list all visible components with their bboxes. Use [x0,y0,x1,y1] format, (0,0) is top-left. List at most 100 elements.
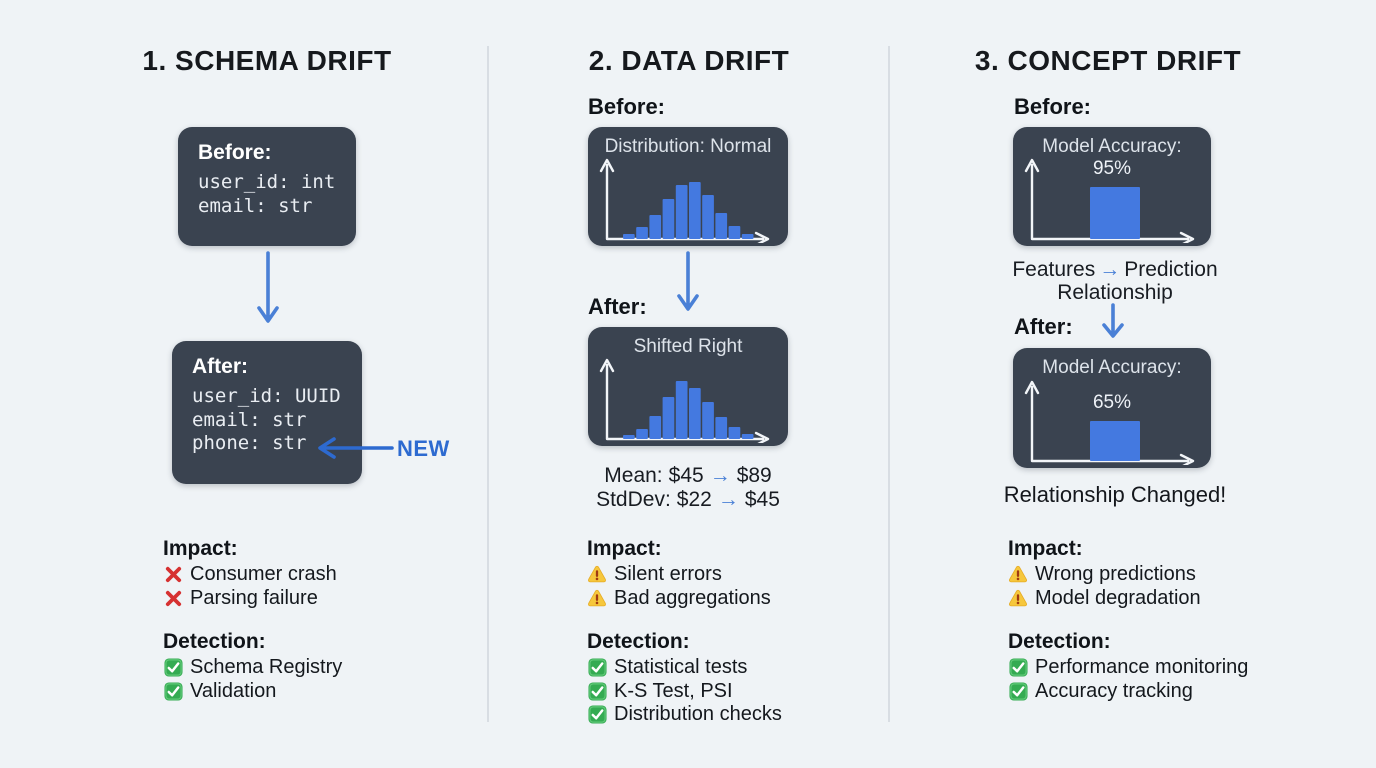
chart-title: Distribution: Normal [604,136,772,157]
stat-name: StdDev: [596,488,671,511]
check-icon [1008,658,1028,677]
down-arrow-icon [1102,303,1124,338]
histogram-bars [623,381,754,439]
impact-block: Impact: Silent errors Bad aggregations [587,537,771,610]
stat-from: $22 [676,488,712,511]
schema-after-box: After: user_id: UUID email: str phone: s… [172,341,362,484]
box-label: Before: [198,141,272,164]
before-label: Before: [1014,94,1092,119]
list-item: Schema Registry [163,656,342,680]
detection-block: Detection: Schema Registry Validation [163,630,342,703]
schema-before-box: Before: user_id: int email: str [178,127,356,246]
column-divider-1 [487,46,489,722]
stat-from: $45 [668,464,704,487]
detection-heading: Detection: [1008,630,1111,653]
before-label: Before: [588,94,666,119]
list-item: Accuracy tracking [1008,680,1248,704]
warning-icon [587,565,607,584]
list-item-label: Model degradation [1035,586,1201,609]
stats-block: Mean:$45→$89 StdDev:$22→$45 [560,464,816,512]
down-arrow-icon [257,251,279,323]
new-field-tag: NEW [397,436,450,461]
distribution-before-box: Distribution: Normal [588,127,788,246]
stat-to: $89 [736,464,772,487]
check-icon [587,682,607,701]
distribution-after-box: Shifted Right [588,327,788,446]
relationship-changed-text: Relationship Changed! [1003,482,1227,507]
list-item-label: Validation [190,679,277,702]
warning-icon [1008,565,1028,584]
chart-title: Model Accuracy: [1042,136,1182,157]
list-item-label: Wrong predictions [1035,563,1196,586]
list-item: Consumer crash [163,563,337,587]
accuracy-value: 95% [1092,158,1132,179]
warning-icon [1008,589,1028,608]
column-concept-drift: 3. CONCEPT DRIFT Before: Model Accuracy:… [888,0,1376,768]
histogram-chart [599,158,770,243]
accuracy-bar [1090,421,1140,461]
right-arrow-glyph: → [1099,258,1121,281]
left-arrow-icon [318,437,394,459]
accuracy-bar [1090,187,1140,239]
list-item-label: Performance monitoring [1035,656,1249,679]
list-item-label: Consumer crash [190,563,337,586]
chart-axes [1024,158,1195,243]
list-item-label: Accuracy tracking [1035,679,1193,702]
list-item-label: Silent errors [614,563,722,586]
list-item-label: Bad aggregations [614,586,771,609]
warning-icon [587,589,607,608]
list-item: Performance monitoring [1008,656,1248,680]
mean-stat: Mean:$45→$89 [560,464,816,488]
bar-chart [1024,380,1195,465]
check-icon [163,682,183,701]
code-line: user_id: UUID [192,385,341,407]
chart-axes [1024,380,1195,465]
detection-heading: Detection: [587,630,690,653]
impact-block: Impact: Consumer crash Parsing failure [163,537,337,610]
column-schema-drift: 1. SCHEMA DRIFT Before: user_id: int ema… [0,0,487,768]
relationship-left: Features [1012,258,1096,281]
detection-block: Detection: Statistical tests K-S Test, P… [587,630,782,727]
stddev-stat: StdDev:$22→$45 [560,488,816,512]
cross-icon [163,589,183,608]
histogram-chart [599,358,770,443]
bar-chart [1024,158,1195,243]
relationship-text: Features→Prediction Relationship [985,258,1245,304]
list-item-label: Distribution checks [614,703,782,726]
list-item: Wrong predictions [1008,563,1201,587]
column-title: 2. DATA DRIFT [588,45,790,76]
detection-heading: Detection: [163,630,266,653]
list-item: Silent errors [587,563,771,587]
check-icon [587,705,607,724]
chart-axes [599,158,770,243]
check-icon [1008,682,1028,701]
column-title: 3. CONCEPT DRIFT [974,45,1242,76]
box-label: After: [192,355,248,378]
list-item: Validation [163,680,342,704]
list-item: Model degradation [1008,587,1201,611]
code-line: phone: str [192,432,307,454]
code-line: user_id: int [198,171,336,193]
histogram-bars [623,182,754,239]
list-item: Statistical tests [587,656,782,680]
check-icon [163,658,183,677]
list-item-label: K-S Test, PSI [614,679,733,702]
relationship-right: Prediction [1124,258,1218,281]
accuracy-before-box: Model Accuracy: 95% [1013,127,1211,246]
column-title: 1. SCHEMA DRIFT [142,45,392,76]
list-item-label: Schema Registry [190,656,343,679]
chart-title: Shifted Right [633,336,743,357]
check-icon [587,658,607,677]
stat-name: Mean: [604,464,663,487]
list-item-label: Parsing failure [190,586,318,609]
accuracy-after-box: Model Accuracy: 65% [1013,348,1211,468]
code-line: email: str [198,194,313,217]
column-data-drift: 2. DATA DRIFT Before: Distribution: Norm… [487,0,888,768]
right-arrow-glyph: → [717,488,739,511]
stat-to: $45 [744,488,780,511]
accuracy-value: 65% [1092,392,1132,413]
impact-block: Impact: Wrong predictions Model degradat… [1008,537,1201,610]
list-item: K-S Test, PSI [587,680,782,704]
list-item: Parsing failure [163,587,337,611]
